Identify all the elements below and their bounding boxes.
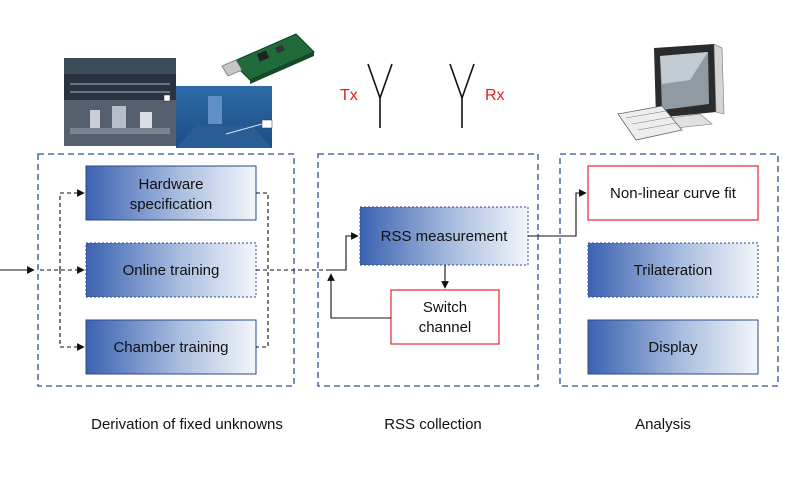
rx-label: Rx [485,87,505,104]
fanout-chamber-arrow [59,270,85,351]
to-curve-fit-arrow [528,189,587,237]
analysis-caption: Analysis [635,416,691,433]
lab-photos-icon [64,58,273,148]
pcb-board-icon [221,33,315,84]
switch-loop-arrow [327,273,391,319]
display-label: Display [648,339,698,356]
hardware-spec-box: Hardware specification [85,165,257,221]
online-training-label: Online training [123,262,220,279]
fanin-lines [256,192,269,348]
to-rss-measurement-arrow [330,232,359,271]
online-training-box: Online training [85,242,257,298]
tx-label: Tx [340,87,358,104]
rss-measurement-label: RSS measurement [381,228,509,245]
trilateration-label: Trilateration [634,262,713,279]
rss-measurement-box: RSS measurement [359,206,529,266]
switch-channel-box: Switch channel [390,289,500,345]
rx-antenna-icon [449,63,475,128]
derivation-caption: Derivation of fixed unknowns [91,416,283,433]
hardware-line1: Hardware [138,176,203,193]
chamber-training-label: Chamber training [113,339,228,356]
curve-fit-box: Non-linear curve fit [587,165,759,221]
trilateration-box: Trilateration [587,242,759,298]
hardware-line2: specification [130,196,213,213]
rss-caption: RSS collection [384,416,482,433]
chamber-training-box: Chamber training [85,319,257,375]
display-box: Display [587,319,759,375]
connectors [0,189,587,351]
rss-group [317,153,539,387]
tx-antenna-icon [367,63,393,128]
fanout-hardware-arrow [59,189,85,270]
computer-icon [617,43,725,141]
switch-line1: Switch [423,299,467,316]
curve-fit-label: Non-linear curve fit [610,185,737,202]
switch-line2: channel [419,319,472,336]
analysis-group [559,153,779,387]
